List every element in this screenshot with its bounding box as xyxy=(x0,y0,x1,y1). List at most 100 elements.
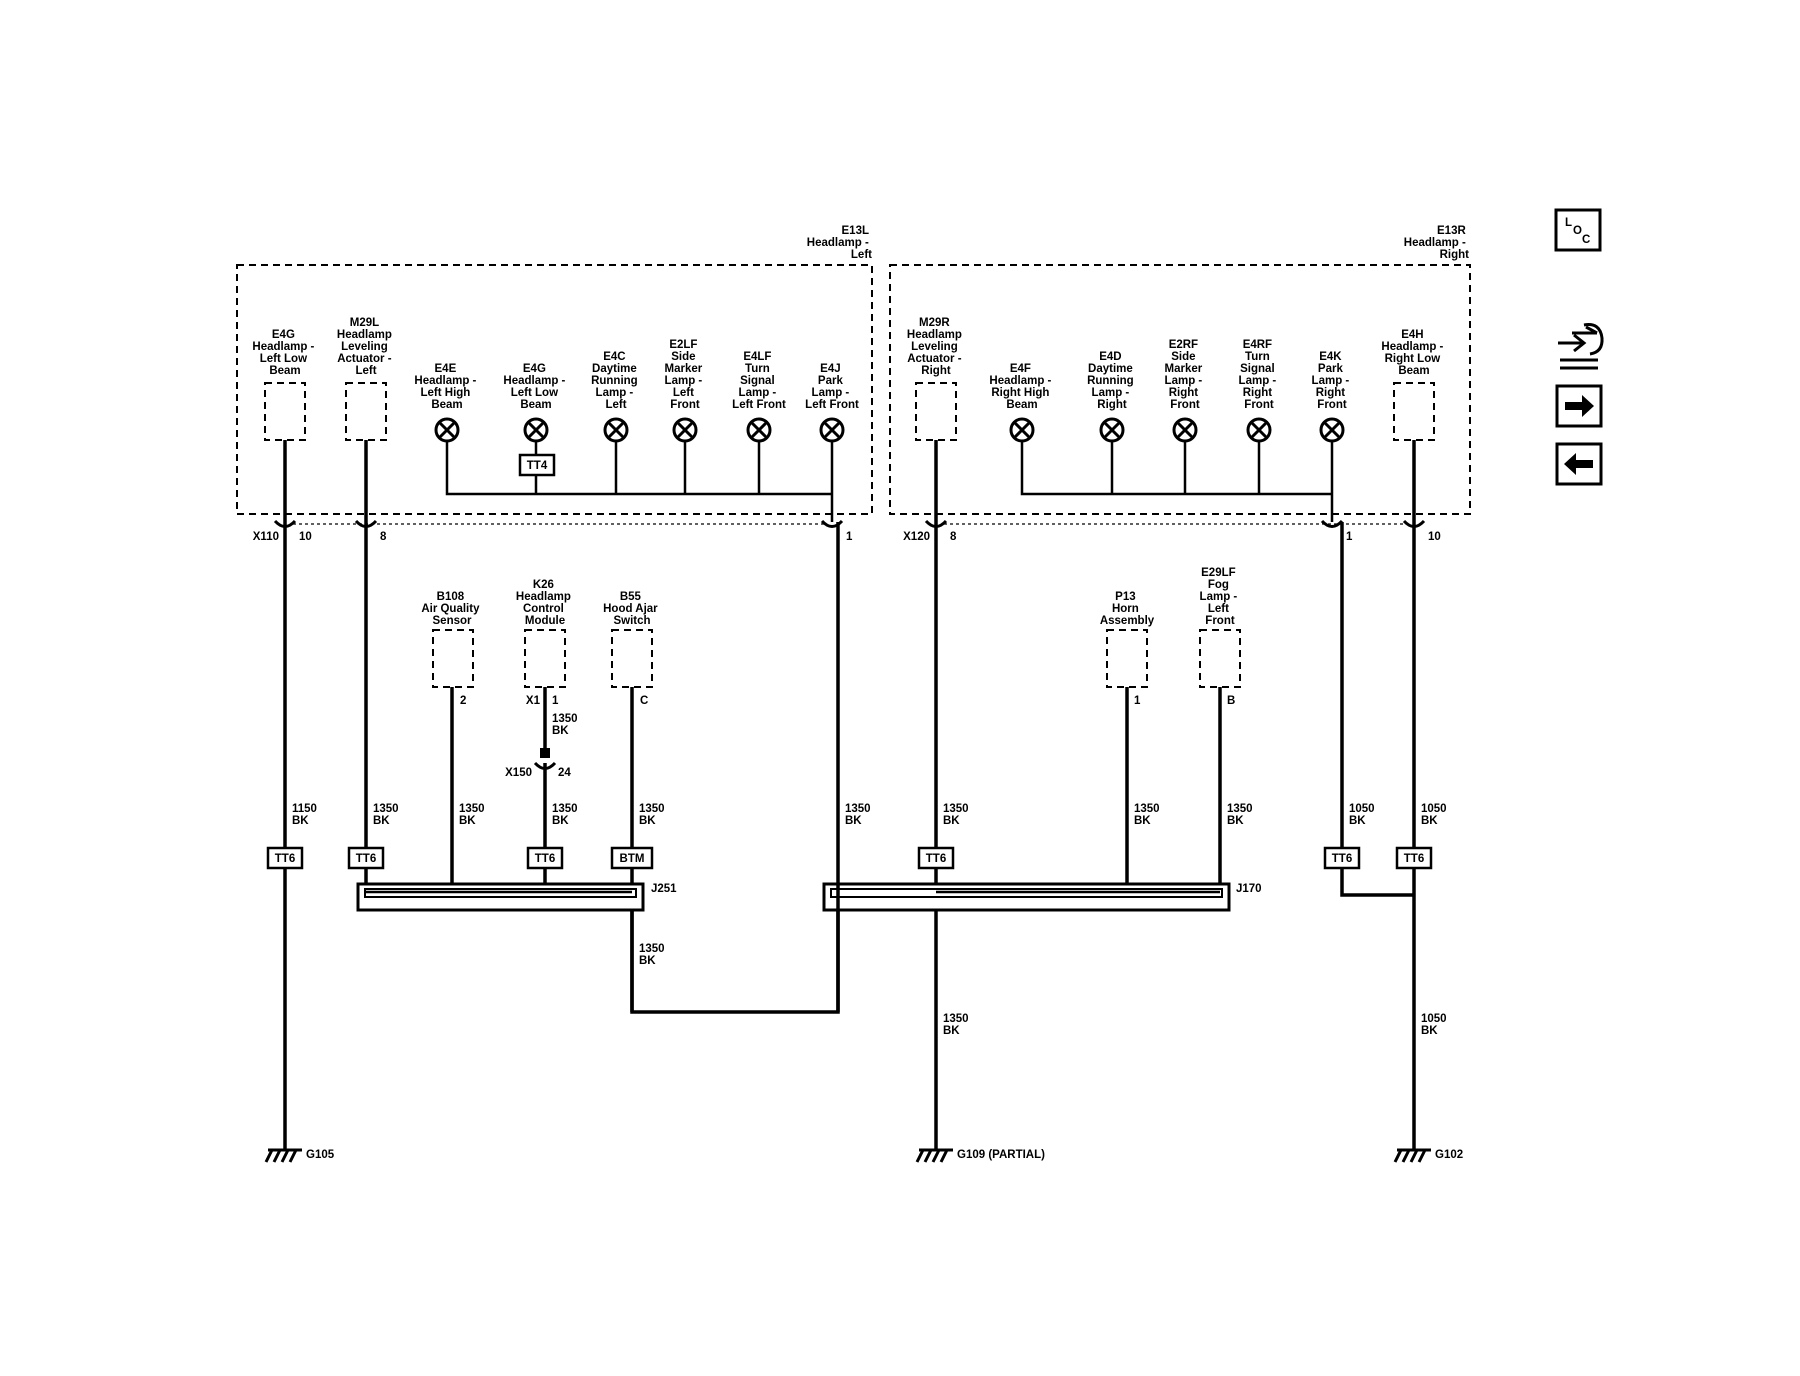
svg-text:10: 10 xyxy=(1428,531,1441,543)
svg-text:E4G Headlamp - Lef: E4G Headlamp - Left Low Beam xyxy=(503,363,568,411)
svg-text:E4LF Turn Signal: E4LF Turn Signal Lamp - Left Front xyxy=(732,351,786,411)
bulb-e2rf[interactable]: E2RF Side Marker Lamp - Right Front xyxy=(1165,339,1206,443)
component-k26-headlamp-control-module[interactable]: K26 Headlamp Control Module X1 1 xyxy=(516,579,574,707)
previous-page-button[interactable] xyxy=(1555,442,1603,486)
wire-label-x150: X150 24 xyxy=(505,767,571,779)
component-e4h-right-low-beam[interactable]: E4H Headlamp - Right Low Beam xyxy=(1381,329,1446,441)
connector-x150-stub xyxy=(540,748,550,758)
container-left-label: E13L Headlamp - Left xyxy=(807,225,872,261)
bulb-e2lf[interactable]: E2LF Side Marker Lamp - Left Front xyxy=(665,339,706,443)
svg-text:E4G Headlamp - Lef: E4G Headlamp - Left Low Beam xyxy=(252,329,317,377)
bulb-e4k[interactable]: E4K Park Lamp - Right Front xyxy=(1312,351,1353,443)
bulb-e4e[interactable]: E4E Headlamp - Left High Beam xyxy=(414,363,479,443)
splice-pack-j251[interactable]: J251 xyxy=(356,882,677,912)
svg-text:X120: X120 xyxy=(903,531,930,543)
component-b55-hood-ajar-switch[interactable]: B55 Hood Ajar Switch C xyxy=(603,591,661,707)
splice-tag-m29l[interactable]: TT6 xyxy=(347,846,385,870)
svg-text:M29L Headlamp Leve: M29L Headlamp Leveling Actuator - Left xyxy=(337,317,395,377)
component-p13-horn-assembly[interactable]: P13 Horn Assembly 1 xyxy=(1100,591,1155,707)
ground-icon xyxy=(1393,1148,1431,1163)
svg-text:2: 2 xyxy=(460,695,466,707)
svg-text:C: C xyxy=(1582,234,1590,246)
splice-pack-j170[interactable]: J170 xyxy=(822,882,1262,912)
svg-text:E4E Headlamp - Lef: E4E Headlamp - Left High Beam xyxy=(414,363,479,411)
svg-text:TT6: TT6 xyxy=(275,853,295,865)
svg-text:J170: J170 xyxy=(1236,883,1262,895)
connector-x110-pin-8[interactable]: 8 xyxy=(354,519,387,543)
bulb-e4rf[interactable]: E4RF Turn Signal Lamp - Right Front xyxy=(1239,339,1280,443)
svg-text:E4F Headlamp - Rig: E4F Headlamp - Right High Beam xyxy=(989,363,1054,411)
ground-icon xyxy=(264,1148,302,1163)
splice-tag-g105[interactable]: TT6 xyxy=(266,846,304,870)
component-b108-air-quality-sensor[interactable]: B108 Air Quality Sensor 2 xyxy=(421,591,482,707)
container-right-label: E13R Headlamp - Right xyxy=(1404,225,1469,261)
arrow-right-icon xyxy=(1565,395,1594,417)
svg-text:J251: J251 xyxy=(651,883,677,895)
left-lamp-bus xyxy=(445,441,834,522)
splice-tag-e4h[interactable]: TT6 xyxy=(1395,846,1433,870)
splice-tag-e4k[interactable]: TT6 xyxy=(1323,846,1361,870)
bulb-e4g[interactable]: E4G Headlamp - Left Low Beam xyxy=(503,363,568,443)
svg-text:G109 (PARTIAL): G109 (PARTIAL) xyxy=(957,1149,1045,1161)
splice-tag-k26[interactable]: TT6 xyxy=(526,846,564,870)
svg-text:E29LF Fog Lamp -: E29LF Fog Lamp - Left Front xyxy=(1200,567,1241,627)
next-page-button[interactable] xyxy=(1555,384,1603,428)
bulb-e4lf[interactable]: E4LF Turn Signal Lamp - Left Front xyxy=(732,351,786,443)
component-m29l-leveling-actuator[interactable]: M29L Headlamp Leveling Actuator - Left xyxy=(337,317,395,441)
svg-text:BTM: BTM xyxy=(620,853,645,865)
svg-text:TT6: TT6 xyxy=(356,853,376,865)
svg-text:G105: G105 xyxy=(306,1149,335,1161)
svg-text:E4J Park Lamp -: E4J Park Lamp - Left Front xyxy=(805,363,859,411)
ground-icon xyxy=(915,1148,953,1163)
splice-tt4[interactable]: TT4 xyxy=(518,453,556,477)
svg-text:E4H Headlamp - Rig: E4H Headlamp - Right Low Beam xyxy=(1381,329,1446,377)
svg-text:24: 24 xyxy=(558,767,571,779)
ground-g102[interactable]: G102 xyxy=(1393,1148,1463,1163)
container-left-outline xyxy=(236,264,873,515)
component-e29lf-fog-lamp[interactable]: E29LF Fog Lamp - Left Front B xyxy=(1199,567,1241,707)
splice-tag-b55[interactable]: BTM xyxy=(610,846,654,870)
svg-text:E4RF Turn Signal: E4RF Turn Signal Lamp - Right Front xyxy=(1239,339,1280,411)
connector-view-icon[interactable] xyxy=(1558,323,1604,370)
svg-text:B108 Air Quality S: B108 Air Quality Sensor xyxy=(421,591,482,627)
connector-x110-pin-10[interactable]: X110 10 xyxy=(253,519,312,543)
svg-text:X1: X1 xyxy=(526,695,541,707)
bulb-e4c[interactable]: E4C Daytime Running Lamp - Left xyxy=(591,351,641,443)
svg-text:O: O xyxy=(1573,225,1582,237)
connector-x120-pin-8[interactable]: X120 8 xyxy=(903,519,957,543)
bulb-e4f[interactable]: E4F Headlamp - Right High Beam xyxy=(989,363,1054,443)
svg-text:TT4: TT4 xyxy=(527,460,548,472)
locator-button[interactable]: L O C xyxy=(1554,208,1602,252)
svg-text:1: 1 xyxy=(552,695,559,707)
component-m29r-leveling-actuator[interactable]: M29R Headlamp Leveling Actuator - Right xyxy=(907,317,965,441)
svg-text:G102: G102 xyxy=(1435,1149,1463,1161)
ground-g109[interactable]: G109 (PARTIAL) xyxy=(915,1148,1045,1163)
svg-text:M29R Headlamp Leve: M29R Headlamp Leveling Actuator - Right xyxy=(907,317,965,377)
splice-tag-m29r[interactable]: TT6 xyxy=(917,846,955,870)
bulb-e4d[interactable]: E4D Daytime Running Lamp - Right xyxy=(1087,351,1137,443)
connector-x120-pin-10[interactable]: 10 xyxy=(1402,519,1441,543)
ground-g105[interactable]: G105 xyxy=(264,1148,335,1163)
svg-text:1: 1 xyxy=(846,531,853,543)
bulb-e4j[interactable]: E4J Park Lamp - Left Front xyxy=(805,363,859,443)
component-e4g-left-low-beam[interactable]: E4G Headlamp - Left Low Beam xyxy=(252,329,317,441)
connector-x110-pin-1[interactable]: 1 xyxy=(820,519,853,543)
svg-text:B: B xyxy=(1227,695,1235,707)
svg-text:E2RF Side Marker: E2RF Side Marker Lamp - Right Front xyxy=(1165,339,1206,411)
